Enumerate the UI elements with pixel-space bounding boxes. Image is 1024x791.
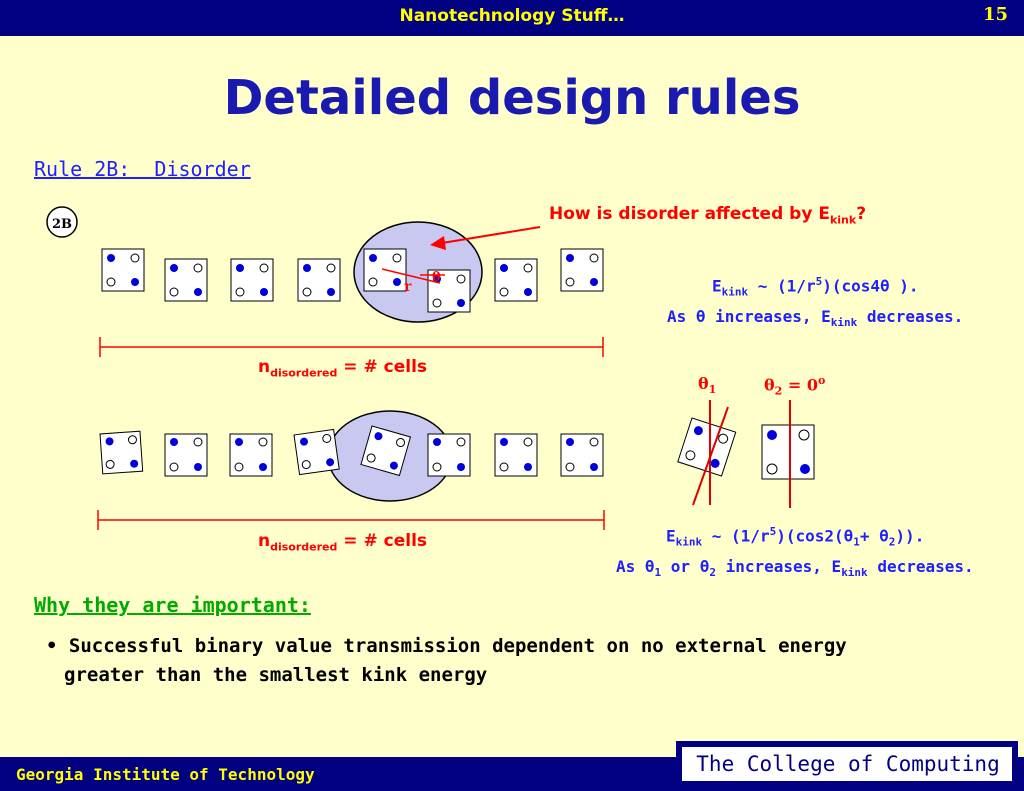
bottom-row-cells (99, 425, 604, 477)
n-disordered-top: ndisordered = # cells (258, 357, 428, 380)
top-row-cells (101, 248, 604, 313)
qca-cell (229, 433, 273, 477)
footer-institution: Georgia Institute of Technology (16, 765, 315, 784)
qca-cell (164, 433, 208, 477)
arrow-head (430, 236, 446, 250)
footer-college-box: The College of Computing (676, 741, 1018, 787)
slide-number: 15 (982, 4, 1008, 25)
bullet-point: • Successful binary value transmission d… (46, 635, 847, 686)
equation-2: Ekink ~ (1/r5)(cos2(θ1+ θ2)). As θ1 or θ… (616, 525, 974, 579)
footer-college: The College of Computing (696, 752, 1000, 776)
qca-cell (164, 258, 208, 302)
theta1-label: θ1 (698, 374, 717, 397)
qca-cell (363, 248, 407, 292)
tilted-cell (677, 417, 737, 477)
qca-cell (360, 425, 412, 477)
upright-cell (761, 424, 815, 480)
qca-cell (101, 248, 145, 292)
header-bar (0, 0, 1024, 36)
qca-cell (427, 269, 471, 313)
span-marker-bottom (97, 510, 605, 530)
equation-1: Ekink ~ (1/r5)(cos4θ ). As θ increases, … (667, 275, 964, 329)
theta2-label: θ2 = 0o (764, 374, 826, 398)
distance-line (381, 268, 441, 284)
qca-cell (230, 258, 274, 302)
rule-heading: Rule 2B: Disorder (34, 157, 251, 181)
theta1-tilted-line (692, 406, 729, 506)
badge-circle (46, 206, 78, 238)
label-r: r (404, 279, 412, 295)
n-disordered-bottom: ndisordered = # cells (258, 531, 428, 554)
qca-cell (297, 258, 341, 302)
slide-title: Detailed design rules (223, 70, 801, 126)
question-text: How is disorder affected by Ekink? (549, 204, 867, 227)
arrow-line (435, 226, 541, 245)
qca-cell (560, 248, 604, 292)
header-title: Nanotechnology Stuff… (399, 6, 625, 26)
qca-cell (560, 433, 604, 477)
badge-label: 2B (52, 217, 72, 232)
qca-cell (293, 428, 340, 476)
span-marker-top (99, 337, 604, 357)
label-theta: θ (432, 270, 441, 285)
qca-cell (427, 433, 471, 477)
qca-cell (99, 430, 144, 475)
qca-cell (494, 433, 538, 477)
why-heading: Why they are important: (34, 593, 311, 617)
qca-cell (494, 258, 538, 302)
